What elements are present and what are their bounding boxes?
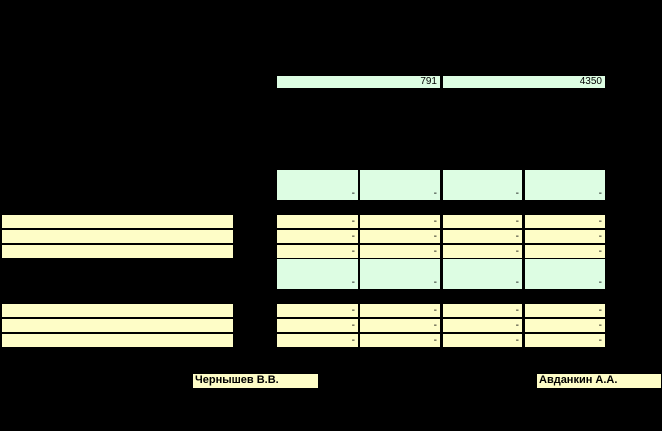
block2-row-1-value-1[interactable]: - — [277, 304, 358, 317]
block1-row-3-value-1[interactable]: - — [277, 245, 358, 258]
block1-row-3-label[interactable] — [2, 245, 233, 258]
block1-row-2-value-4[interactable]: - — [525, 230, 605, 243]
block2-row-2-value-2[interactable]: - — [360, 319, 440, 332]
block1-row-1-value-4[interactable]: - — [525, 215, 605, 228]
block1-row-1-value-3[interactable]: - — [443, 215, 522, 228]
block2-row-2-value-1[interactable]: - — [277, 319, 358, 332]
block1-row-2-value-1[interactable]: - — [277, 230, 358, 243]
block2-row-3-value-1[interactable]: - — [277, 334, 358, 347]
block1-row-1-value-2[interactable]: - — [360, 215, 440, 228]
block2-row-3-label[interactable] — [2, 334, 233, 347]
block1-row-3-value-3[interactable]: - — [443, 245, 522, 258]
block1-row-3-value-2[interactable]: - — [360, 245, 440, 258]
block2-row-1-label[interactable] — [2, 304, 233, 317]
block1-row-1-label[interactable] — [2, 215, 233, 228]
block2-row-1-value-2[interactable]: - — [360, 304, 440, 317]
block2-header-cell-3[interactable]: - — [443, 259, 522, 289]
block2-row-2-value-4[interactable]: - — [525, 319, 605, 332]
signature-right-name[interactable]: Авданкин А.А. — [537, 374, 661, 388]
block1-row-2-value-2[interactable]: - — [360, 230, 440, 243]
block2-header-cell-4[interactable]: - — [525, 259, 605, 289]
block2-row-1-value-4[interactable]: - — [525, 304, 605, 317]
block1-row-2-label[interactable] — [2, 230, 233, 243]
block1-header-cell-1[interactable]: - — [277, 170, 358, 200]
block2-row-2-label[interactable] — [2, 319, 233, 332]
top-value-cell-1[interactable]: 791 — [277, 76, 440, 88]
block1-header-cell-2[interactable]: - — [360, 170, 440, 200]
block1-header-cell-4[interactable]: - — [525, 170, 605, 200]
block1-row-3-value-4[interactable]: - — [525, 245, 605, 258]
block2-row-3-value-2[interactable]: - — [360, 334, 440, 347]
block2-header-cell-2[interactable]: - — [360, 259, 440, 289]
top-value-cell-2[interactable]: 4350 — [443, 76, 605, 88]
signature-left-name[interactable]: Чернышев В.В. — [193, 374, 318, 388]
block2-header-cell-1[interactable]: - — [277, 259, 358, 289]
block1-row-1-value-1[interactable]: - — [277, 215, 358, 228]
block2-row-1-value-3[interactable]: - — [443, 304, 522, 317]
block2-row-2-value-3[interactable]: - — [443, 319, 522, 332]
block1-row-2-value-3[interactable]: - — [443, 230, 522, 243]
block2-row-3-value-4[interactable]: - — [525, 334, 605, 347]
block2-row-3-value-3[interactable]: - — [443, 334, 522, 347]
block1-header-cell-3[interactable]: - — [443, 170, 522, 200]
